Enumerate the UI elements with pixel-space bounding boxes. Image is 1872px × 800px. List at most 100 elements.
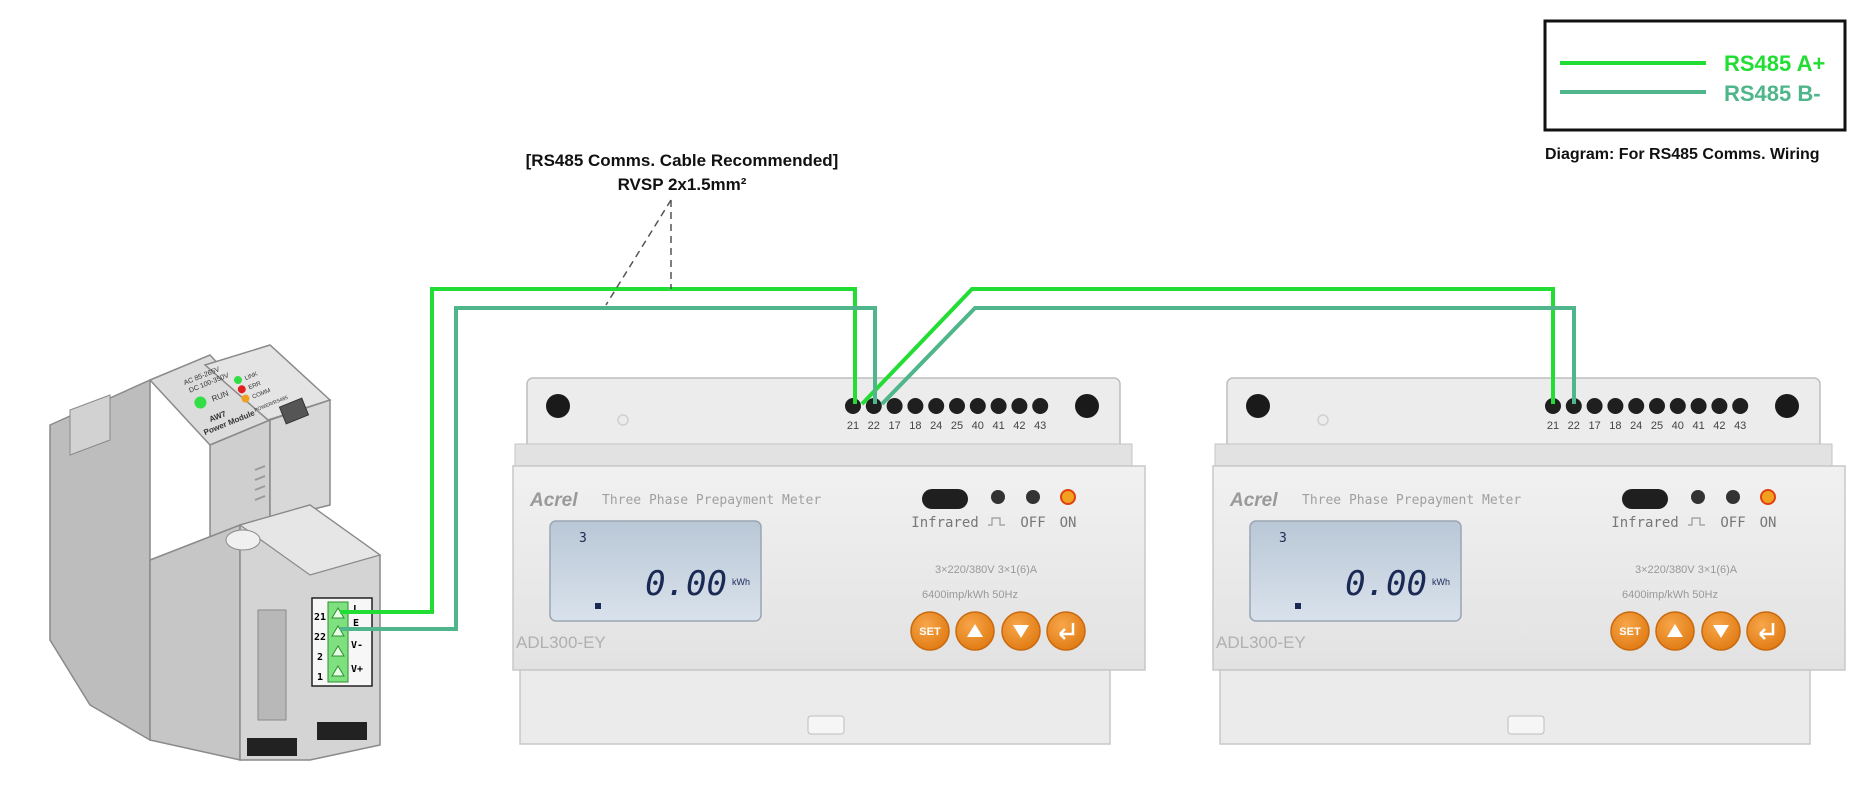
meter-reading: 0.00 xyxy=(1345,564,1427,604)
ethernet-port-icon xyxy=(278,397,310,425)
wire-a-module-to-meter1 xyxy=(340,287,857,614)
meter-terminal-hole-icon xyxy=(1545,398,1561,414)
legend-b-label: RS485 B- xyxy=(1724,81,1821,106)
meter-terminal-hole-icon xyxy=(990,398,1007,414)
meter-terminal-hole-icon xyxy=(1628,398,1645,414)
meter-lock-icon xyxy=(595,603,601,609)
meter-terminal-number: 41 xyxy=(992,420,1004,432)
meter-terminal-number: 40 xyxy=(1672,420,1684,432)
meter-brand: Acrel xyxy=(529,490,578,511)
meter-terminal-number: 40 xyxy=(972,420,984,432)
meter-screw-left-icon xyxy=(546,394,570,418)
down-button[interactable] xyxy=(1001,611,1041,651)
meter-terminal-hole-icon xyxy=(1586,398,1603,414)
meter-terminal-hole-icon xyxy=(1649,398,1665,414)
meter-terminal-number: 22 xyxy=(868,420,880,432)
power-module: RUN AC 85-265V DC 100-350V AW7 Power Mod… xyxy=(49,344,382,761)
meter-title: Three Phase Prepayment Meter xyxy=(1302,493,1521,508)
meter-terminal-hole-icon xyxy=(928,398,945,414)
module-vents xyxy=(254,465,266,501)
pulse-led-icon xyxy=(991,490,1005,504)
meter-terminal-number: 24 xyxy=(930,420,942,432)
set-button[interactable]: SET xyxy=(910,611,950,651)
set-button[interactable]: SET xyxy=(1610,611,1650,651)
infrared-window-icon xyxy=(1622,489,1668,509)
module-lower-left xyxy=(149,523,241,761)
legend: RS485 A+ RS485 B- xyxy=(1543,19,1847,132)
meter-rating-1: 3×220/380V 3×1(6)A xyxy=(1635,564,1738,576)
meter-seal-icon xyxy=(1317,414,1329,426)
enter-button-cap[interactable] xyxy=(1746,611,1786,651)
term-right-1: E xyxy=(353,618,359,629)
module-front-upper-right xyxy=(269,398,331,521)
set-button-cap[interactable] xyxy=(1610,611,1650,651)
meter-terminal-number: 25 xyxy=(1651,420,1663,432)
meter-model: ADL300-EY xyxy=(516,633,606,652)
module-side-panel xyxy=(49,378,151,742)
meter-title: Three Phase Prepayment Meter xyxy=(602,493,821,508)
set-button-cap[interactable] xyxy=(910,611,950,651)
link-led-icon xyxy=(234,376,242,384)
legend-box xyxy=(1543,19,1847,132)
meter-terminal-number: 25 xyxy=(951,420,963,432)
rs485-wires xyxy=(340,287,1576,631)
up-button[interactable] xyxy=(955,611,995,651)
infrared-label: Infrared xyxy=(1611,515,1678,531)
enter-button[interactable] xyxy=(1746,611,1786,651)
legend-a-label: RS485 A+ xyxy=(1724,51,1825,76)
off-label: OFF xyxy=(1020,515,1045,531)
meter-lcd xyxy=(549,520,762,622)
enter-button[interactable] xyxy=(1046,611,1086,651)
meter-terminal-number: 22 xyxy=(1568,420,1580,432)
meter-terminal-number: 18 xyxy=(1609,420,1621,432)
meter-rating-1: 3×220/380V 3×1(6)A xyxy=(935,564,1038,576)
meter-terminal-hole-icon xyxy=(1011,398,1028,414)
meter-model: ADL300-EY xyxy=(1216,633,1306,652)
arrow-down-icon xyxy=(1013,625,1029,638)
up-button[interactable] xyxy=(1655,611,1695,651)
wire-b-meter1-to-meter2 xyxy=(880,306,1576,406)
meter-terminal-number: 42 xyxy=(1713,420,1725,432)
link-led-label: LINK xyxy=(244,371,259,382)
term-left-0: 21 xyxy=(314,612,326,623)
err-led-icon xyxy=(237,385,246,394)
meter-lcd-corner: 3 xyxy=(1279,531,1287,546)
terminal-green-strip xyxy=(327,601,349,683)
term-left-3: 1 xyxy=(317,672,323,683)
meter-cover-lip xyxy=(514,443,1133,467)
infrared-window-icon xyxy=(922,489,968,509)
off-led-icon xyxy=(1026,490,1040,504)
term-right-2: V- xyxy=(351,640,363,651)
pulse-led-icon xyxy=(1691,490,1705,504)
wire-b-module-to-meter1 xyxy=(340,306,877,631)
meter-terminal-hole-icon xyxy=(1732,398,1749,414)
set-button-label: SET xyxy=(919,626,941,638)
down-button[interactable] xyxy=(1701,611,1741,651)
enter-button-cap[interactable] xyxy=(1046,611,1086,651)
meter-terminal-number: 24 xyxy=(1630,420,1642,432)
meter-terminal-hole-icon xyxy=(1711,398,1728,414)
meter-terminal-number: 18 xyxy=(909,420,921,432)
meter-terminal-hole-icon xyxy=(969,398,986,414)
leader-line-b xyxy=(605,199,672,306)
meter-lcd-corner: 3 xyxy=(579,531,587,546)
meter-lcd xyxy=(1249,520,1462,622)
meter-terminal-number: 43 xyxy=(1734,420,1746,432)
module-slot xyxy=(257,609,287,721)
arrow-up-icon xyxy=(1667,624,1683,637)
term-left-1: 22 xyxy=(314,632,326,643)
pulse-symbol-icon xyxy=(988,517,1005,526)
cable-note-line1: [RS485 Comms. Cable Recommended] xyxy=(526,151,839,170)
meter-screw-right-icon xyxy=(1075,394,1099,418)
meter-screw-right-icon xyxy=(1775,394,1799,418)
off-label: OFF xyxy=(1720,515,1745,531)
meter-terminal-hole-icon xyxy=(1669,398,1686,414)
pulse-symbol-icon xyxy=(1688,517,1705,526)
on-label: ON xyxy=(1760,515,1777,531)
run-led-icon xyxy=(194,396,207,409)
term-right-0: L xyxy=(353,604,359,615)
meter-rating-2: 6400imp/kWh 50Hz xyxy=(1622,589,1718,601)
meter-terminal-hole-icon xyxy=(865,398,882,414)
diagram-caption: Diagram: For RS485 Comms. Wiring xyxy=(1545,146,1820,163)
